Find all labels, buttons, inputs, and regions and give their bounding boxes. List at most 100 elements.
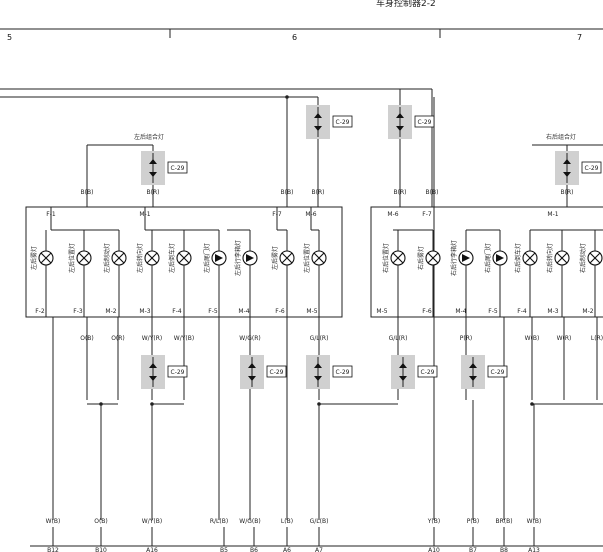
- connector-c29-mid-2: C-29: [240, 355, 287, 389]
- wire-color-label: G/L(R): [310, 335, 329, 342]
- wire-color-label: G/L(B): [310, 518, 329, 525]
- lamp-name: 右后尾门灯: [484, 243, 492, 273]
- connector-arrow-icon: [314, 376, 322, 381]
- connector-label: C-29: [585, 165, 599, 172]
- wire-color-label: L(B): [281, 518, 293, 525]
- led-lamp-icon: [492, 250, 508, 266]
- wire-color-label: L(R): [591, 335, 603, 342]
- wire-color-label: B(R): [561, 189, 574, 196]
- connector-c29-mid-4: C-29: [391, 355, 438, 389]
- led-lamp-icon: [458, 250, 474, 266]
- connector-c29-top-1: C-29: [306, 105, 353, 139]
- wire-color-label: W/Y(B): [142, 518, 162, 525]
- lamp-name: 左后转向灯: [136, 243, 144, 273]
- wire-color-label: R/L(B): [210, 518, 228, 525]
- wire-color-label: Y(B): [427, 518, 440, 525]
- bulb-icon-cross: [146, 252, 158, 264]
- bulb-icon-cross: [281, 252, 293, 264]
- ecu-pin-label: A16: [146, 547, 158, 552]
- connector-arrow-icon: [149, 159, 157, 164]
- connector-label: C-29: [336, 119, 350, 126]
- bulb-icon: [144, 250, 160, 266]
- connector-c29-left: C-29: [141, 151, 188, 185]
- connector-arrow-icon: [469, 363, 477, 368]
- connector-tag: [167, 365, 188, 378]
- zone-number: 7: [577, 33, 582, 42]
- pin-label: M-5: [376, 308, 387, 315]
- pin-label: F-3: [73, 308, 83, 315]
- ecu-pin-label: A13: [528, 547, 540, 552]
- led-icon-diode: [496, 254, 504, 262]
- pin-label: F-6: [275, 308, 285, 315]
- lamps: [38, 250, 603, 266]
- bulb-icon: [425, 250, 441, 266]
- wire-color-label: W(R): [557, 335, 572, 342]
- connector-arrow-icon: [149, 376, 157, 381]
- lamp-name: 右后行李箱灯: [450, 240, 458, 276]
- pin-label: M-4: [455, 308, 466, 315]
- ecu-pin-label: A10: [428, 547, 440, 552]
- wire-color-label: B(B): [281, 189, 294, 196]
- ecu-pin-label: B5: [220, 547, 228, 552]
- zone-number: 5: [7, 33, 12, 42]
- connector-arrow-icon: [248, 363, 256, 368]
- connector-arrow-icon: [149, 172, 157, 177]
- left-group-label: 左后组合灯: [134, 133, 164, 141]
- connector-arrow-icon: [314, 363, 322, 368]
- led-icon-diode: [462, 254, 470, 262]
- pin-label: M-1: [547, 211, 558, 218]
- lamp-name: 右后转向灯: [546, 243, 554, 273]
- pin-label: M-1: [139, 211, 150, 218]
- connector-arrow-icon: [396, 113, 404, 118]
- pin-label: M-2: [582, 308, 593, 315]
- ecu-pin-label: B10: [95, 547, 107, 552]
- pin-label: M-3: [547, 308, 558, 315]
- bulb-icon-cross: [392, 252, 404, 264]
- connector-tag: [417, 365, 438, 378]
- wire-color-label: O(B): [94, 518, 108, 525]
- connector-c29-right: C-29: [555, 151, 602, 185]
- wire-color-label: B(R): [147, 189, 160, 196]
- wire-color-label: BR(B): [495, 518, 512, 525]
- ecu-pin-label: B12: [47, 547, 59, 552]
- pin-label: F-4: [517, 308, 527, 315]
- pin-label: M-5: [306, 308, 317, 315]
- pin-label: F-7: [272, 211, 282, 218]
- lamp-name: 左后行李箱灯: [234, 240, 242, 276]
- bulb-icon-cross: [78, 252, 90, 264]
- bulb-icon-cross: [524, 252, 536, 264]
- bulb-icon-cross: [427, 252, 439, 264]
- pin-label: F-4: [172, 308, 182, 315]
- bulb-icon: [311, 250, 327, 266]
- bulb-icon-cross: [178, 252, 190, 264]
- bulb-icon: [38, 250, 54, 266]
- ecu-pin-label: B8: [500, 547, 508, 552]
- lamp-name: 左后位置灯: [68, 243, 76, 273]
- lamp-name: 左后位置灯: [303, 243, 311, 273]
- connector-arrow-icon: [469, 376, 477, 381]
- lamp-name: 左后尾门灯: [203, 243, 211, 273]
- connector-tag: [414, 115, 435, 128]
- wires: [45, 89, 603, 546]
- connector-tag: [266, 365, 287, 378]
- bulb-icon: [587, 250, 603, 266]
- ecu-pin-label: A6: [283, 547, 291, 552]
- connector-arrow-icon: [399, 376, 407, 381]
- bulb-icon: [111, 250, 127, 266]
- splice-dot: [530, 402, 534, 406]
- wire-color-label: B(B): [426, 189, 439, 196]
- connector-arrow-icon: [248, 376, 256, 381]
- pin-label: F-2: [35, 308, 45, 315]
- bulb-icon: [176, 250, 192, 266]
- connector-c29-mid-5: C-29: [461, 355, 508, 389]
- led-icon-diode: [246, 254, 254, 262]
- wire-color-label: W/G(R): [239, 335, 260, 342]
- lamp-name: 右后倒车灯: [514, 243, 522, 273]
- bulb-icon: [554, 250, 570, 266]
- connector-arrow-icon: [149, 363, 157, 368]
- connector-c29-top-2: C-29: [388, 105, 435, 139]
- ecu-pin-label: B6: [250, 547, 258, 552]
